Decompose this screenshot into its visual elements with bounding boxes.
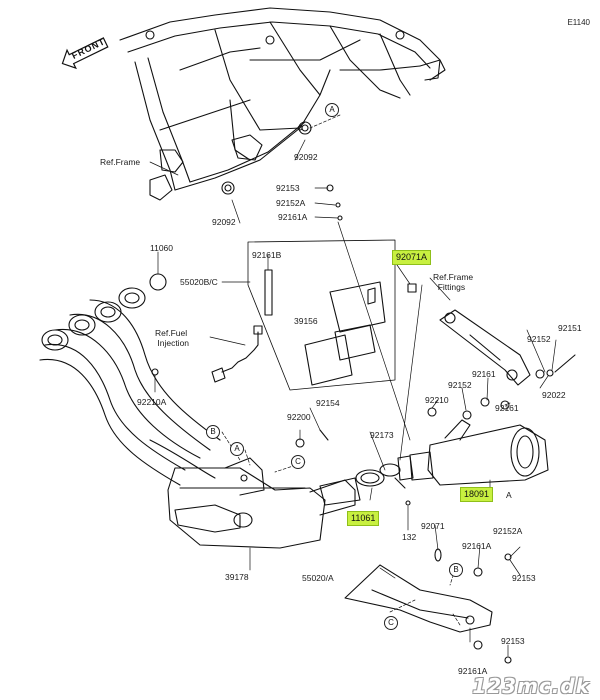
callout-c-bottom: C bbox=[384, 616, 398, 630]
label-39156: 39156 bbox=[294, 316, 318, 326]
label-92092-a: 92092 bbox=[294, 152, 318, 162]
callout-c-mid: C bbox=[291, 455, 305, 469]
label-92154: 92154 bbox=[316, 398, 340, 408]
callout-a-top: A bbox=[325, 103, 339, 117]
hardware-drawing bbox=[149, 125, 343, 448]
exhaust-headers-drawing bbox=[39, 287, 356, 549]
label-92161a-top: 92161A bbox=[278, 212, 308, 222]
label-132: 132 bbox=[402, 532, 417, 542]
label-92161a-bb: 92161A bbox=[458, 666, 488, 676]
callout-b-bottom: B bbox=[449, 563, 463, 577]
silencer-drawing bbox=[397, 419, 549, 486]
watermark-logo: 123mc.dk bbox=[472, 674, 590, 698]
label-39178: 39178 bbox=[225, 572, 249, 582]
label-92092-b: 92092 bbox=[212, 217, 236, 227]
callout-b-left: B bbox=[206, 425, 220, 439]
label-ref-frame: Ref.Frame bbox=[100, 157, 141, 167]
leader-lines bbox=[149, 114, 557, 657]
label-55020a: 55020/A bbox=[302, 573, 334, 583]
label-92152a-b: 92152A bbox=[493, 526, 523, 536]
label-92210a: 92210A bbox=[137, 397, 167, 407]
label-92153-bb: 92153 bbox=[501, 636, 525, 646]
label-92152a-top: 92152A bbox=[276, 198, 306, 208]
label-92152-r: 92152 bbox=[527, 334, 551, 344]
label-18091-suffix: A bbox=[506, 490, 512, 500]
label-92152-m: 92152 bbox=[448, 380, 472, 390]
label-92151: 92151 bbox=[558, 323, 582, 333]
label-92022: 92022 bbox=[542, 390, 566, 400]
label-92161b: 92161B bbox=[252, 250, 282, 260]
label-92173: 92173 bbox=[370, 430, 394, 440]
label-92161-r2: 92161 bbox=[495, 403, 519, 413]
front-arrow-icon: FRONT bbox=[55, 30, 113, 76]
label-ref-frame-fittings: Ref.Frame Fittings bbox=[433, 272, 474, 292]
label-55020bc: 55020B/C bbox=[180, 277, 218, 287]
label-ref-fuel-injection: Ref.Fuel Injection bbox=[155, 328, 190, 348]
label-11061-highlighted: 11061 bbox=[347, 511, 380, 526]
label-18091-highlighted: 18091 bbox=[460, 487, 494, 502]
callout-a-mid: A bbox=[230, 442, 244, 456]
label-92153-b: 92153 bbox=[512, 573, 536, 583]
label-92161a-b: 92161A bbox=[462, 541, 492, 551]
label-92210: 92210 bbox=[425, 395, 449, 405]
diagram-code: E1140 bbox=[567, 18, 590, 27]
label-92071a-highlighted: 92071A bbox=[392, 250, 432, 265]
frame-drawing bbox=[119, 7, 446, 201]
lower-heat-shield-drawing bbox=[344, 553, 512, 664]
label-92153-top: 92153 bbox=[276, 183, 300, 193]
heat-guard-group bbox=[247, 239, 417, 391]
label-92071: 92071 bbox=[421, 521, 445, 531]
label-11060: 11060 bbox=[150, 243, 174, 253]
oxygen-sensor-drawing bbox=[211, 325, 263, 383]
label-92161-r1: 92161 bbox=[472, 369, 496, 379]
label-92200: 92200 bbox=[287, 412, 311, 422]
